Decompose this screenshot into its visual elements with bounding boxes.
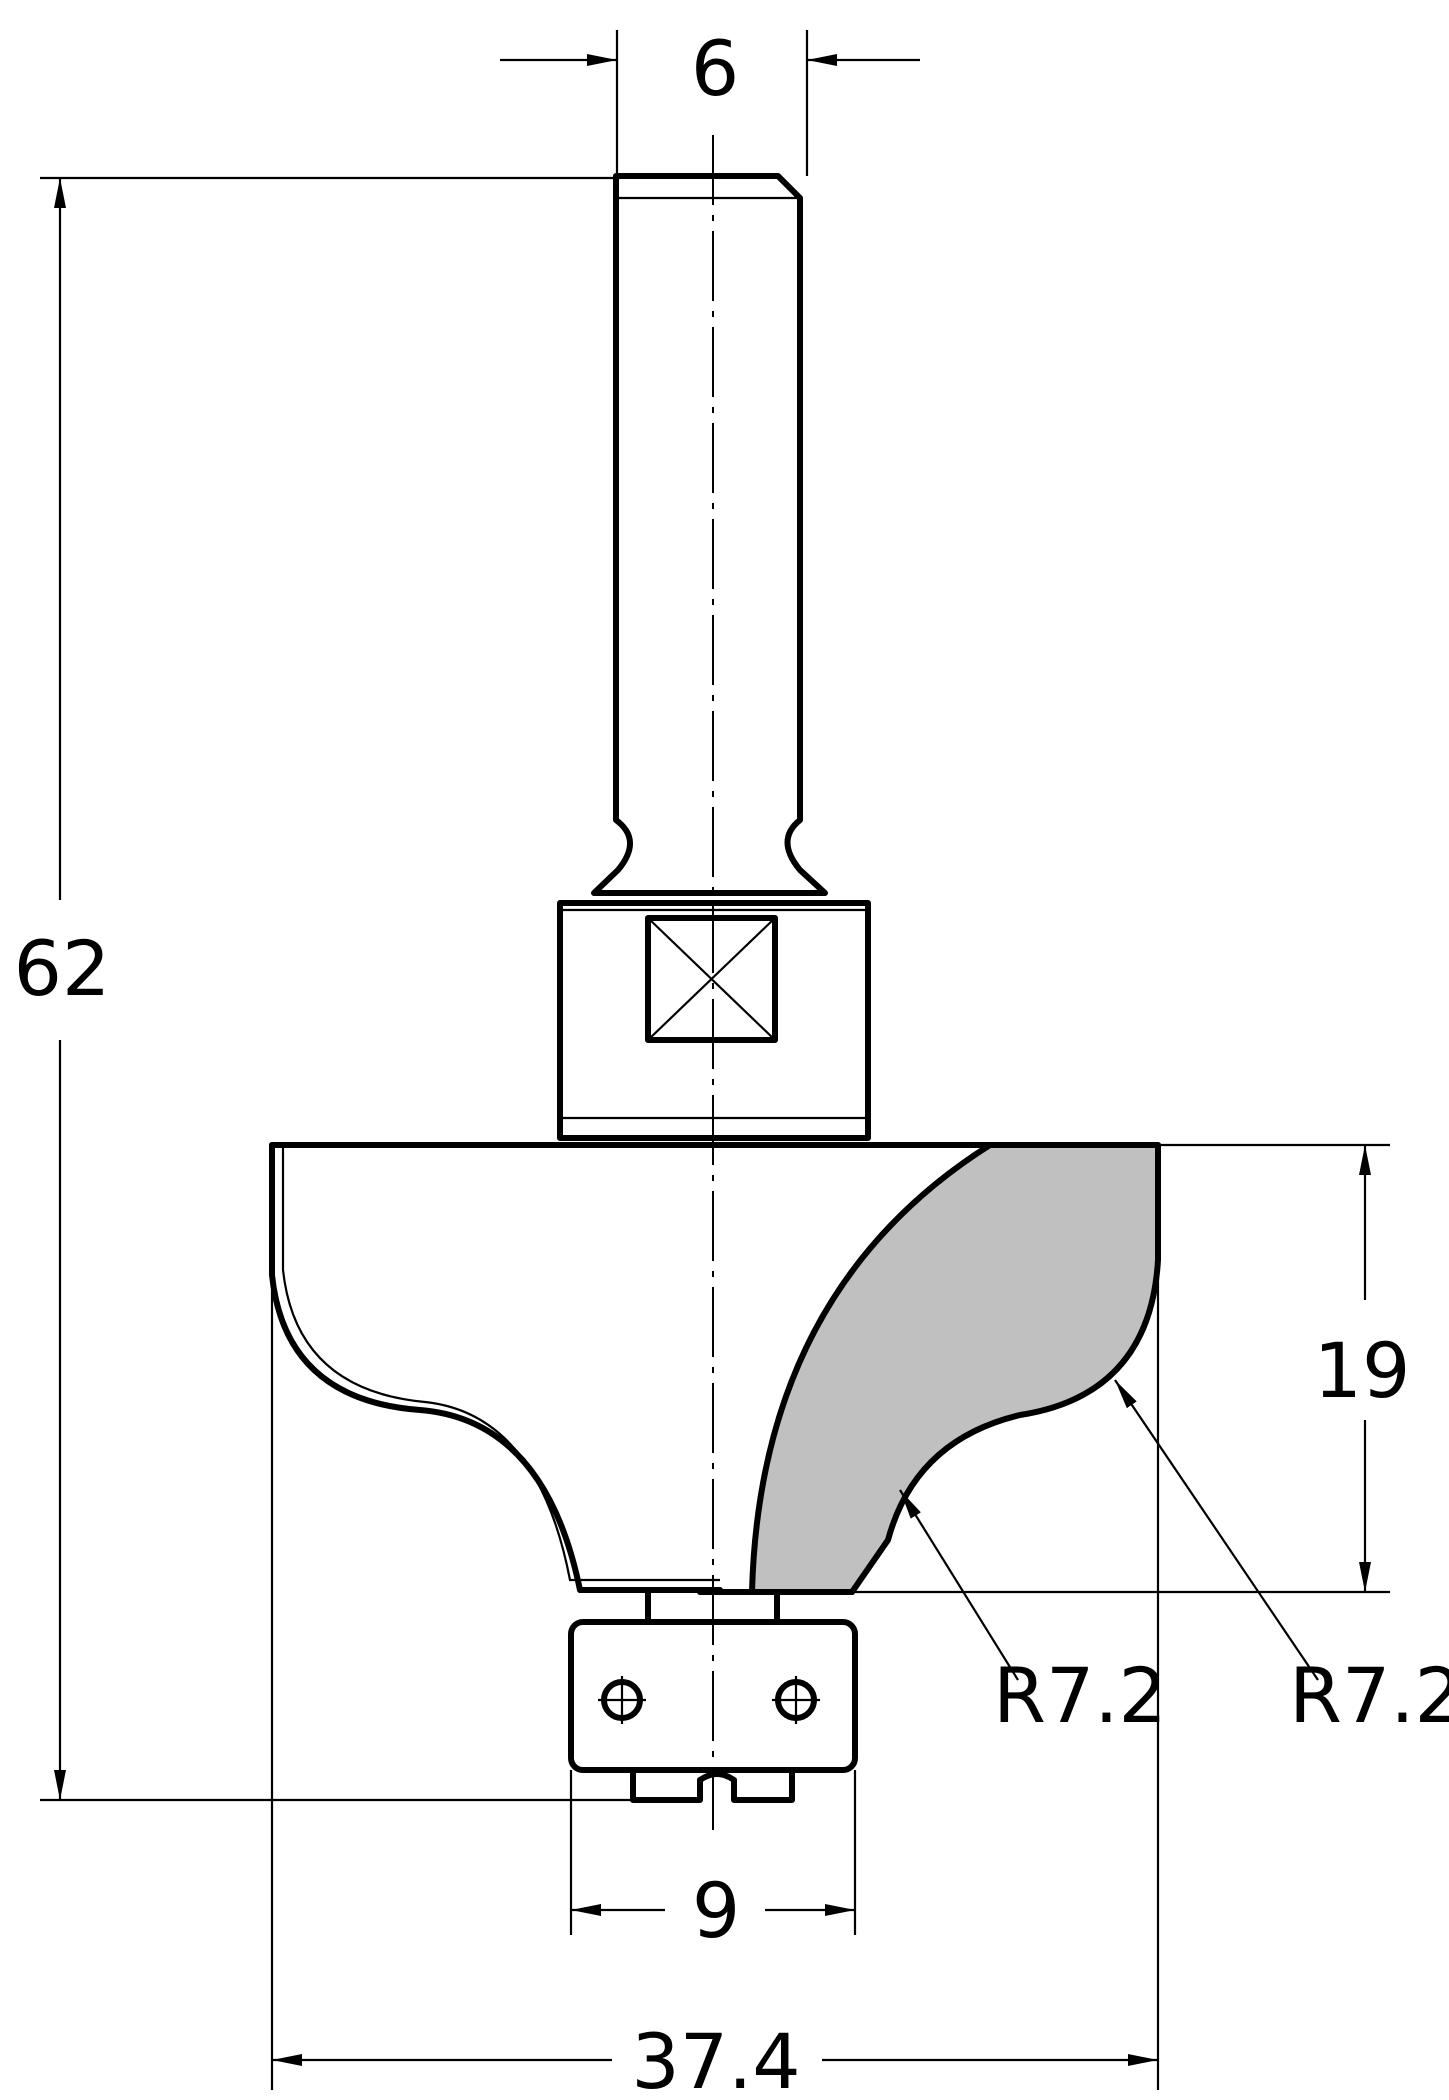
label-bearing-diameter: 9 (692, 1866, 740, 1955)
wrench-flat (645, 915, 778, 1043)
cutter-profile (269, 1142, 1161, 1595)
shank (591, 173, 828, 896)
dim-shank-diameter (500, 30, 920, 176)
label-shank-diameter: 6 (691, 24, 739, 113)
label-cutting-height: 19 (1314, 1326, 1411, 1415)
dim-cutting-diameter (270, 1150, 1160, 2090)
dim-bearing-diameter (569, 1770, 857, 1935)
dim-radius-leaders (899, 1379, 1319, 1681)
dim-cutting-height (852, 1143, 1390, 1594)
label-cutting-diameter: 37.4 (631, 2017, 800, 2100)
label-radius-inner: R7.2 (993, 1651, 1167, 1740)
label-overall-length: 62 (14, 924, 111, 1013)
cutting-face (749, 1142, 1161, 1595)
dim-overall-length (40, 176, 640, 1802)
label-radius-outer: R7.2 (1289, 1651, 1449, 1740)
